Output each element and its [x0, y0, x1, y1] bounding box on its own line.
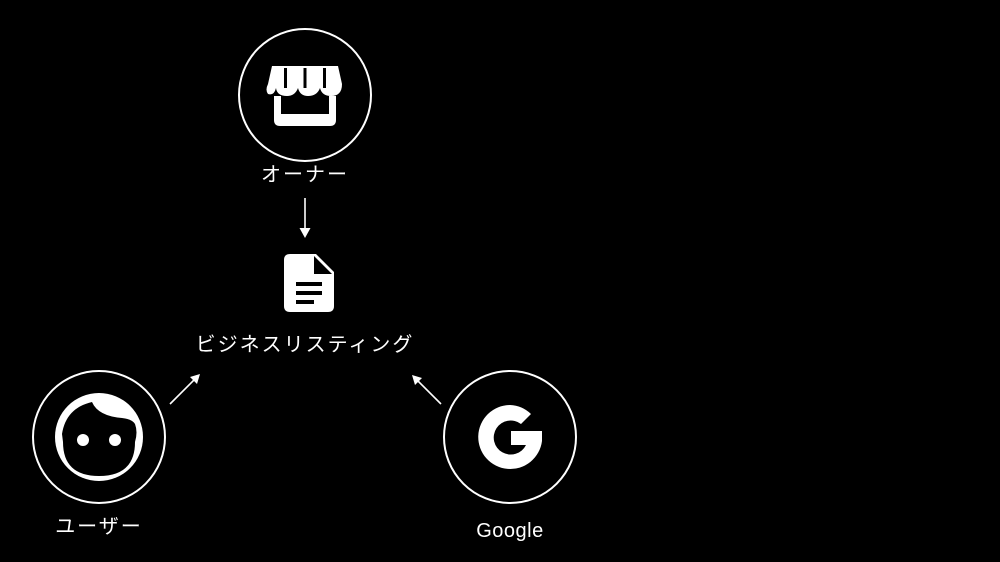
listing-label: ビジネスリスティング: [195, 332, 415, 356]
google-label: Google: [476, 520, 544, 542]
arrow-google-to-listing: [412, 375, 442, 405]
document-icon: [284, 254, 334, 312]
user-label: ユーザー: [55, 514, 143, 538]
arrow-owner-to-listing: [299, 198, 311, 238]
user-node: [32, 370, 166, 504]
google-g-icon: [478, 405, 542, 469]
storefront-icon: [266, 66, 342, 126]
owner-label: オーナー: [261, 162, 349, 186]
arrow-user-to-listing: [169, 374, 200, 405]
face-icon: [55, 393, 143, 481]
owner-node: [238, 28, 372, 162]
google-node: [443, 370, 577, 504]
